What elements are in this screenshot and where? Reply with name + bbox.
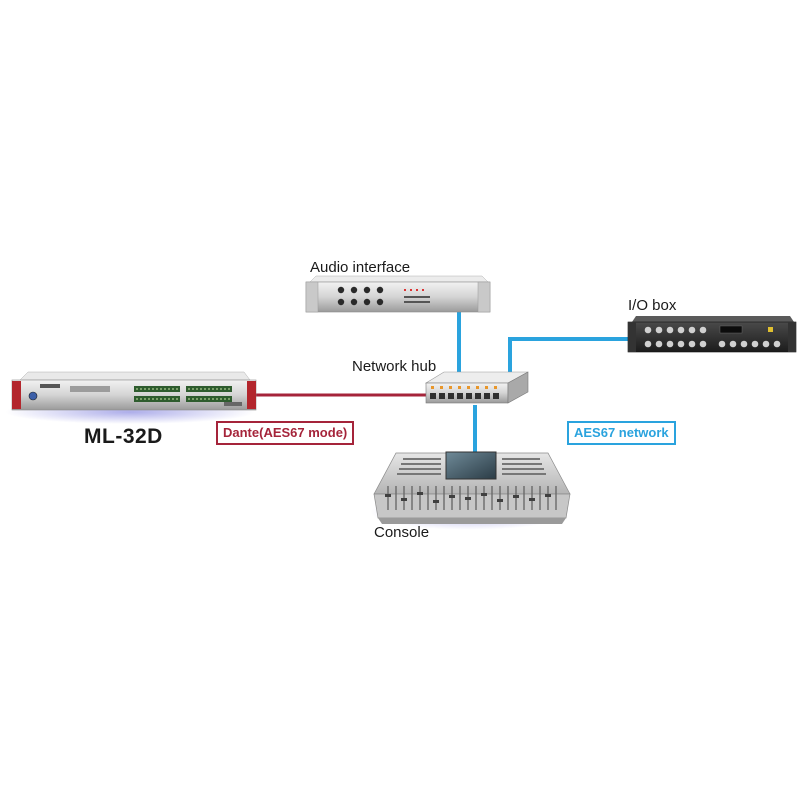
ml32d-label: ML-32D <box>84 425 163 448</box>
ml32d-device <box>5 371 257 424</box>
console-label: Console <box>374 524 430 541</box>
network-hub-label: Network hub <box>352 358 437 375</box>
io-box-device <box>627 316 797 353</box>
io-box-label: I/O box <box>628 297 677 314</box>
console-device <box>370 451 571 530</box>
io-box-cable <box>508 337 628 378</box>
dante-link-badge: Dante(AES67 mode) <box>216 421 355 445</box>
aes67-network-badge: AES67 network <box>567 421 676 445</box>
audio-interface-label: Audio interface <box>310 259 411 276</box>
audio-interface-device <box>305 275 491 313</box>
network-hub-device <box>424 371 529 404</box>
cables <box>256 310 628 452</box>
